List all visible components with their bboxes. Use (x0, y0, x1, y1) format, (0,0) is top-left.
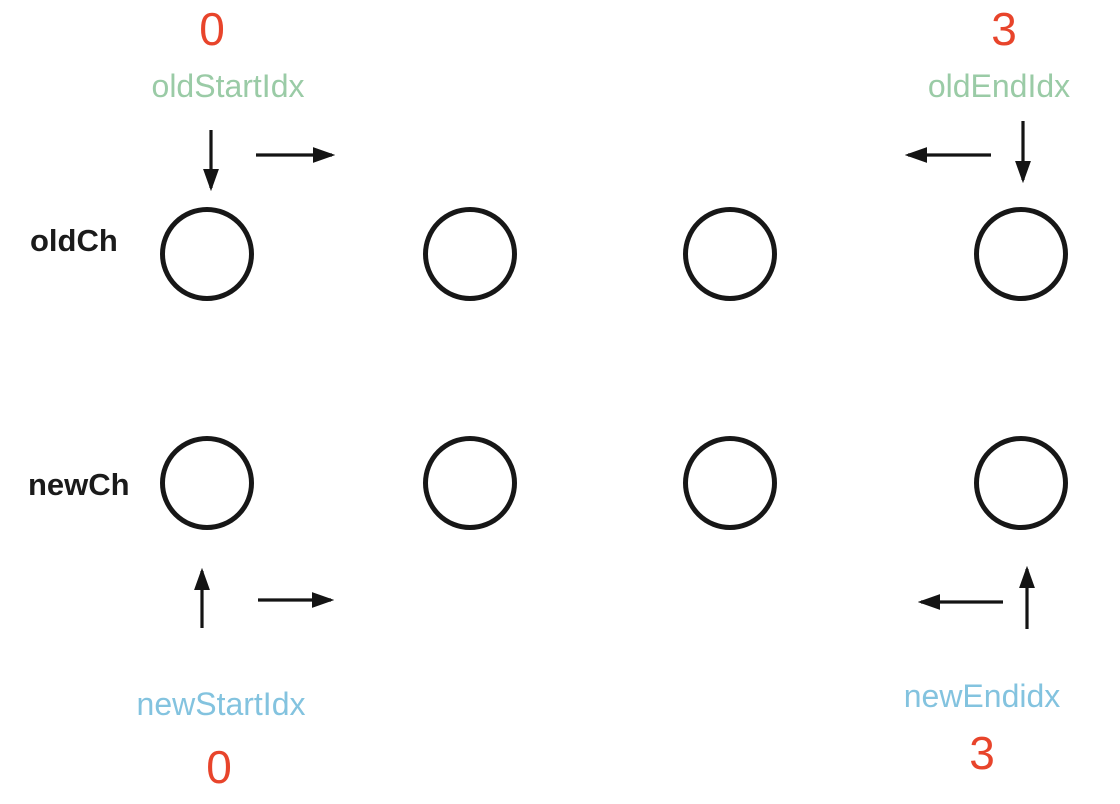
vnode-circle-oldCh-0 (160, 207, 254, 301)
vnode-circle-oldCh-2 (683, 207, 777, 301)
row-label-newch: newCh (28, 467, 130, 502)
row-label-oldch: oldCh (30, 223, 118, 258)
vnode-circle-newCh-1 (423, 436, 517, 530)
old-end-index-value: 3 (991, 3, 1017, 55)
old-end-pointer-label: oldEndIdx (927, 68, 1071, 104)
new-end-pointer-label: newEndidx (903, 678, 1061, 714)
new-end-index-value: 3 (969, 727, 995, 779)
newch-node-row (0, 436, 1120, 530)
vnode-circle-newCh-2 (683, 436, 777, 530)
oldch-node-row (0, 207, 1120, 301)
vnode-circle-newCh-3 (974, 436, 1068, 530)
new-start-pointer-label: newStartIdx (136, 686, 306, 722)
vnode-circle-oldCh-3 (974, 207, 1068, 301)
old-start-pointer-label: oldStartIdx (151, 68, 305, 104)
new-start-index-value: 0 (206, 741, 232, 793)
vnode-circle-newCh-0 (160, 436, 254, 530)
vnode-circle-oldCh-1 (423, 207, 517, 301)
old-start-index-value: 0 (199, 3, 225, 55)
